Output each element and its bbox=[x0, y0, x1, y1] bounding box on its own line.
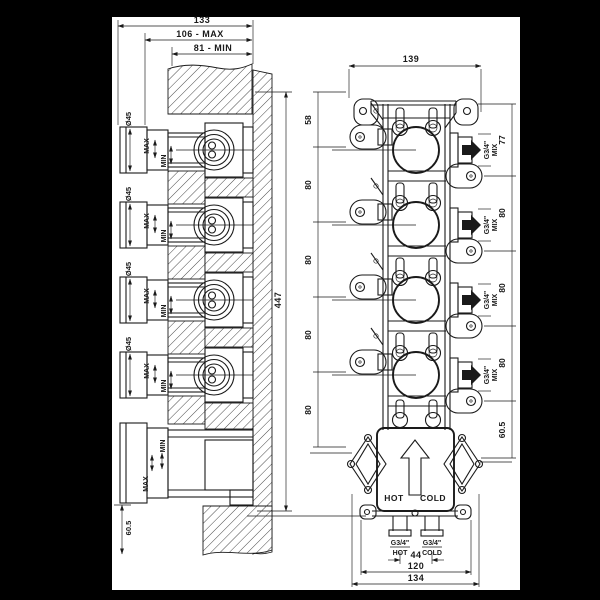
outlet-medium-4: MIX bbox=[492, 368, 499, 381]
inlet-box: HOT COLD G3/4" HOT G3/4" bbox=[346, 427, 484, 557]
outlet-medium-2: MIX bbox=[492, 218, 499, 231]
chain-left-80a: 80 bbox=[303, 180, 313, 190]
inlet-hot-label: HOT bbox=[393, 550, 409, 557]
left-cross-brace bbox=[346, 433, 387, 495]
chain-right-80c: 80 bbox=[497, 358, 507, 368]
min-label-5: MIN bbox=[160, 440, 167, 453]
side-inlet-box bbox=[119, 422, 254, 506]
chain-left-80c: 80 bbox=[303, 330, 313, 340]
front-bottom-dimensions: 44 120 134 bbox=[351, 494, 480, 587]
side-section-view: 133 106 - MAX 81 - MIN 447 Ø45 MAX MIN Ø… bbox=[114, 15, 366, 556]
chain-right-80a: 80 bbox=[497, 208, 507, 218]
min-label-3: MIN bbox=[161, 305, 168, 318]
front-view: G3/4" MIX G3/4" MIX G3/4" MIX G3/4" MIX bbox=[303, 54, 516, 587]
outlet-medium-1: MIX bbox=[492, 143, 499, 156]
side-top-dimensions: 133 106 - MAX 81 - MIN bbox=[117, 15, 254, 125]
leader-lines bbox=[310, 452, 512, 463]
chain-left-58: 58 bbox=[303, 115, 313, 125]
min-label-1: MIN bbox=[161, 155, 168, 168]
max-label-3: MAX bbox=[144, 288, 151, 304]
min-label-4: MIN bbox=[161, 380, 168, 393]
chain-right-80b: 80 bbox=[497, 283, 507, 293]
chain-right-60-5: 60.5 bbox=[497, 421, 507, 438]
dim-label-81-min: 81 - MIN bbox=[194, 43, 233, 53]
max-label-1: MAX bbox=[144, 138, 151, 154]
max-label-5: MAX bbox=[143, 476, 150, 492]
dim-label-diameter-3: Ø45 bbox=[124, 262, 133, 276]
front-left-chain: 58 80 80 80 80 bbox=[303, 91, 346, 448]
chain-right-77: 77 bbox=[497, 135, 507, 145]
front-top-dimension: 139 bbox=[348, 54, 482, 112]
hot-inlet bbox=[388, 516, 412, 537]
plate-hot-label: HOT bbox=[384, 493, 404, 503]
dim-label-133: 133 bbox=[194, 15, 211, 25]
cold-inlet bbox=[420, 516, 444, 537]
flow-direction-arrow bbox=[399, 439, 431, 496]
dim-label-diameter-1: Ø45 bbox=[124, 112, 133, 126]
plate-cold-label: COLD bbox=[420, 493, 446, 503]
outlet-size-4: G3/4" bbox=[484, 366, 491, 385]
inlet-hot-size: G3/4" bbox=[391, 540, 410, 547]
right-cross-brace bbox=[443, 433, 484, 495]
chain-left-80d: 80 bbox=[303, 405, 313, 415]
min-label-2: MIN bbox=[161, 230, 168, 243]
top-bracket bbox=[353, 98, 479, 129]
front-right-chain: 77 80 80 80 60.5 bbox=[478, 103, 516, 459]
outlet-labels: G3/4" MIX G3/4" MIX G3/4" MIX G3/4" MIX bbox=[484, 141, 499, 385]
dim-label-106-max: 106 - MAX bbox=[176, 29, 224, 39]
chain-left-80b: 80 bbox=[303, 255, 313, 265]
dim-label-60-5-side: 60.5 bbox=[124, 521, 133, 536]
max-label-4: MAX bbox=[144, 363, 151, 379]
dim-label-120: 120 bbox=[408, 561, 425, 571]
dim-label-diameter-4: Ø45 bbox=[124, 337, 133, 351]
dim-label-diameter-2: Ø45 bbox=[124, 187, 133, 201]
dim-label-134: 134 bbox=[408, 573, 425, 583]
max-label-2: MAX bbox=[144, 213, 151, 229]
outlet-size-2: G3/4" bbox=[484, 216, 491, 235]
side-unit-labels: Ø45 MAX MIN Ø45 MAX MIN Ø45 MAX MIN Ø45 … bbox=[124, 112, 168, 492]
outlet-size-3: G3/4" bbox=[484, 291, 491, 310]
inlet-cold-size: G3/4" bbox=[423, 540, 442, 547]
dim-label-447: 447 bbox=[273, 292, 283, 309]
side-bottom-dimension: 60.5 bbox=[114, 504, 133, 555]
dim-label-139: 139 bbox=[403, 54, 420, 64]
wall-hatching bbox=[167, 63, 273, 556]
outlet-medium-3: MIX bbox=[492, 293, 499, 306]
side-height-dimension: 447 bbox=[255, 91, 292, 512]
dim-label-44: 44 bbox=[410, 550, 421, 560]
outlet-size-1: G3/4" bbox=[484, 141, 491, 160]
